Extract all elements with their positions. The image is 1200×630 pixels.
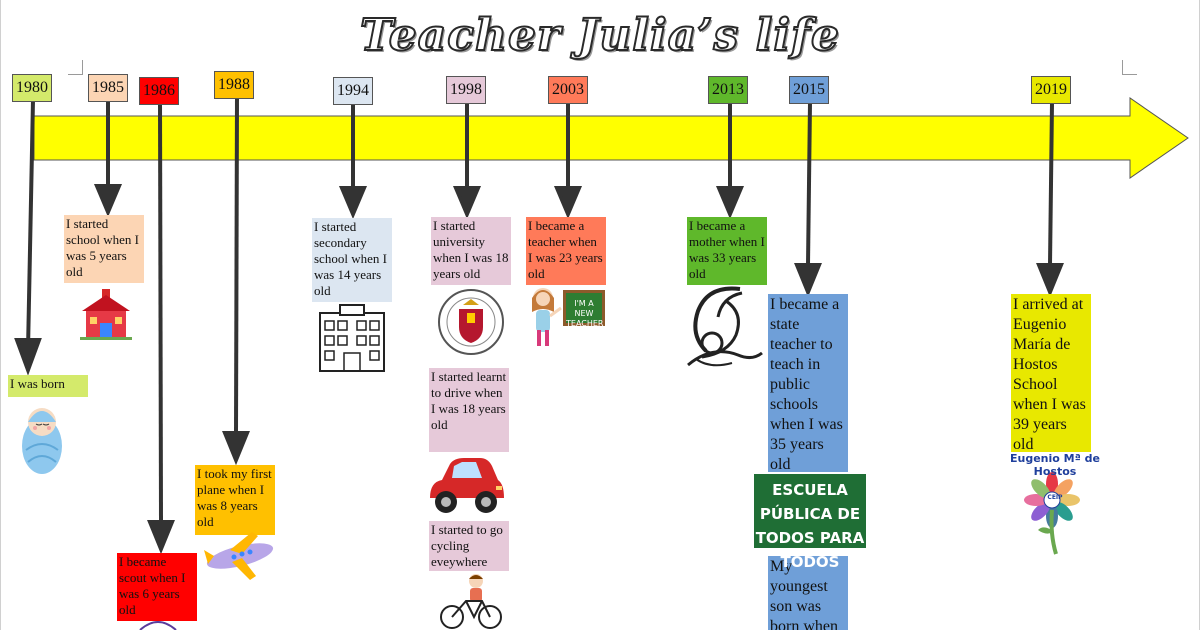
year-label-2013: 2013	[708, 76, 748, 104]
year-label-1985: 1985	[88, 74, 128, 102]
connector-1980-head	[14, 338, 42, 376]
event-1988-note: I took my first plane when I was 8 years…	[195, 465, 275, 535]
connector-arrows	[14, 95, 1064, 555]
connector-1988-head	[222, 431, 250, 466]
school-logo-badge: CEIP	[1047, 494, 1063, 501]
crop-mark-right	[1122, 60, 1137, 75]
bicycle-icon	[440, 574, 502, 629]
event-2003-note: I became a teacher when I was 23 years o…	[526, 217, 606, 285]
baby-icon	[22, 408, 62, 474]
school-logo-name: Eugenio Mª de Hostos	[1010, 452, 1100, 478]
connector-2015	[806, 102, 812, 266]
university-seal-icon	[438, 289, 504, 355]
event-2015-son-note: My youngest son was born when	[768, 556, 848, 630]
school-logo-icon	[1024, 472, 1080, 555]
event-2013-note: I became a mother when I was 33 years ol…	[687, 217, 767, 285]
year-label-1994: 1994	[333, 77, 373, 105]
airplane-icon	[204, 532, 274, 580]
building-icon	[319, 304, 385, 372]
school-house-icon	[80, 289, 132, 340]
year-label-2015: 2015	[789, 76, 829, 104]
connector-1988	[234, 95, 239, 434]
year-label-1980: 1980	[12, 74, 52, 102]
car-icon	[430, 458, 504, 513]
year-label-1998: 1998	[446, 76, 486, 104]
event-1994-note: I started secondary school when I was 14…	[312, 218, 392, 302]
connector-2019	[1048, 102, 1054, 266]
connector-1998-head	[452, 186, 482, 220]
connector-2003-head	[553, 186, 583, 220]
connector-1985-head	[93, 184, 123, 218]
connector-2013-head	[715, 186, 745, 220]
page-title: Teacher Julia’s life	[359, 9, 840, 62]
event-2015-state-teacher-note: I became a state teacher to teach in pub…	[768, 294, 848, 472]
chalkboard-sign: I'M A NEW TEACHER	[563, 290, 605, 328]
event-1985-note: I started school when I was 5 years old	[64, 215, 144, 283]
year-label-2019: 2019	[1031, 76, 1071, 104]
public-school-sign-icon: ESCUELA PÚBLICA DE TODOS PARA TODOS	[754, 474, 866, 571]
event-1998-driving-note: I started learnt to drive when I was 18 …	[429, 368, 509, 452]
connector-1986	[158, 99, 163, 523]
event-1986-note: I became scout when I was 6 years old	[117, 553, 197, 621]
event-2019-note: I arrived at Eugenio María de Hostos Sch…	[1011, 294, 1091, 452]
year-label-1986: 1986	[139, 77, 179, 105]
timeline-arrow	[33, 97, 1189, 179]
connector-1994-head	[338, 186, 368, 220]
scout-badge-icon	[139, 621, 177, 630]
connector-1980	[26, 99, 35, 351]
year-label-2003: 2003	[548, 76, 588, 104]
teacher-icon	[532, 288, 562, 346]
connector-2019-head	[1036, 263, 1064, 298]
mother-baby-icon	[687, 286, 763, 367]
connector-2015-head	[794, 263, 822, 298]
year-label-1988: 1988	[214, 71, 254, 99]
event-1980-note: I was born	[8, 375, 88, 397]
event-1998-cycling-note: I started to go cycling eveywhere	[429, 521, 509, 571]
crop-mark-left	[68, 60, 83, 75]
event-1998-university-note: I started university when I was 18 years…	[431, 217, 511, 285]
connector-1986-head	[147, 520, 175, 555]
